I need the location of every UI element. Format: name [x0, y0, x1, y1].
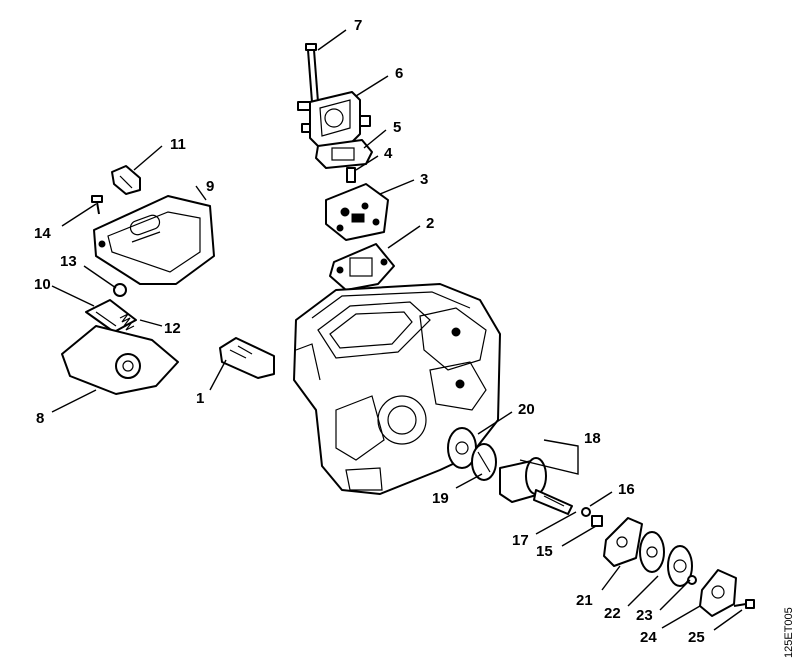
part-11-knob — [111, 165, 141, 195]
part-13-ball — [113, 283, 127, 297]
callout-9: 9 — [206, 178, 214, 195]
part-4-pin — [346, 167, 356, 183]
part-7-screw — [305, 43, 319, 103]
callout-16: 16 — [618, 481, 635, 498]
callout-17: 17 — [512, 532, 529, 549]
callout-10: 10 — [34, 276, 51, 293]
part-3-flange — [325, 183, 389, 241]
callout-7: 7 — [354, 17, 362, 34]
part-18-drum — [499, 457, 547, 503]
callout-3: 3 — [420, 171, 428, 188]
callout-14: 14 — [34, 225, 51, 242]
part-21-plate — [603, 517, 643, 567]
part-8-baffle — [61, 325, 179, 395]
callout-6: 6 — [395, 65, 403, 82]
figure-code: 125ET005 — [783, 607, 795, 658]
callout-4: 4 — [384, 145, 393, 162]
callout-13: 13 — [60, 253, 77, 270]
part-2-gasket — [329, 243, 395, 291]
callout-5: 5 — [393, 119, 401, 136]
callout-2: 2 — [426, 215, 434, 232]
part-10-filter — [85, 299, 137, 333]
part-12-spring — [119, 313, 135, 331]
part-22-gasket — [639, 531, 665, 573]
part-16-washer — [581, 507, 591, 517]
leader-lines — [51, 29, 743, 631]
callout-24: 24 — [640, 629, 657, 646]
callout-21: 21 — [576, 592, 593, 609]
callout-22: 22 — [604, 605, 621, 622]
callout-23: 23 — [636, 607, 653, 624]
callout-15: 15 — [536, 543, 553, 560]
part-23-diaphragm — [667, 545, 693, 587]
part-14-screw — [91, 195, 103, 215]
callout-20: 20 — [518, 401, 535, 418]
part-25-screw — [733, 599, 755, 609]
callout-18: 18 — [584, 430, 601, 447]
callout-19: 19 — [432, 490, 449, 507]
callout-1: 1 — [196, 390, 204, 407]
part-20-gasket — [447, 427, 477, 469]
callout-25: 25 — [688, 629, 705, 646]
callout-8: 8 — [36, 410, 44, 427]
part-15-bushing — [591, 515, 603, 527]
part-6-carburetor — [297, 91, 371, 147]
part-9-filter-cover — [93, 195, 215, 285]
callout-12: 12 — [164, 320, 181, 337]
part-5-gasket — [315, 139, 373, 169]
callout-11: 11 — [170, 136, 186, 153]
part-19-plate — [471, 443, 497, 481]
part-17-shaft — [533, 489, 573, 515]
part-1-bracket — [219, 337, 275, 379]
